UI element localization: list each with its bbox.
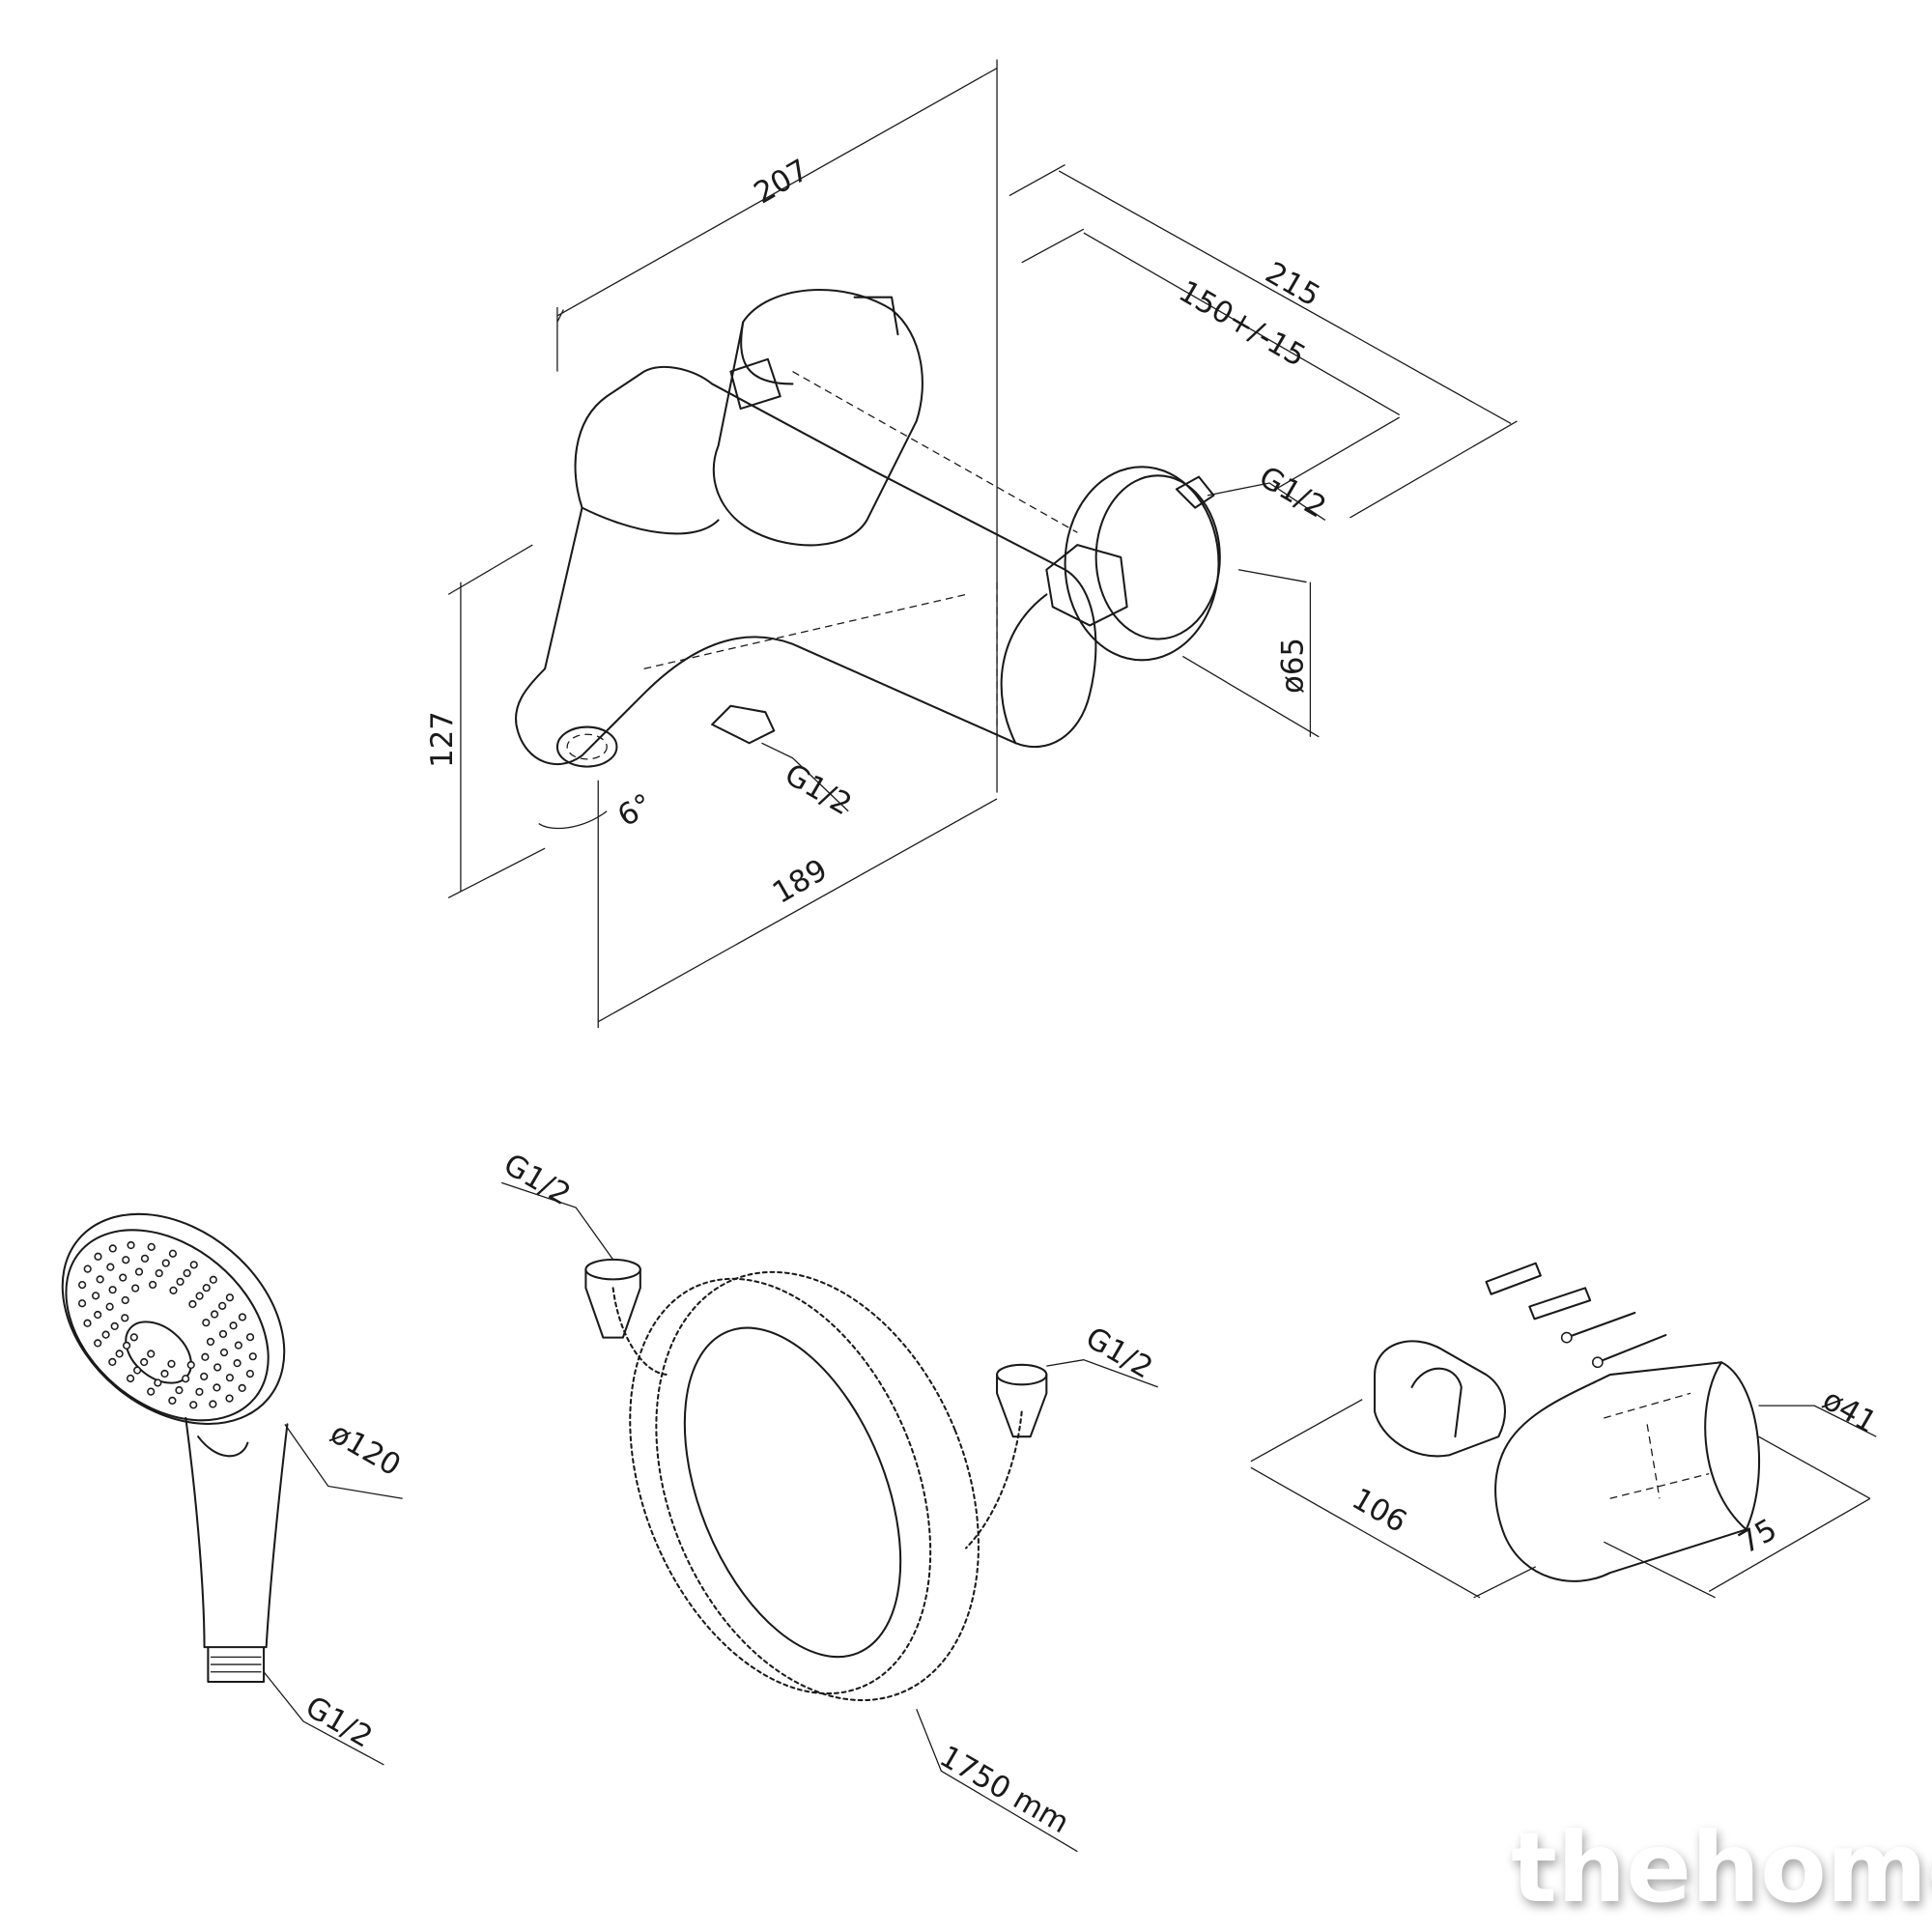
spray-hole [201,1352,210,1361]
spray-hole [108,1357,117,1366]
spray-hole [83,1319,92,1327]
spray-hole [131,1284,140,1293]
spray-hole [106,1263,115,1271]
spray-hole [154,1378,162,1387]
spray-hole [96,1275,104,1284]
spray-hole [140,1254,150,1263]
spray-hole [225,1394,234,1403]
spray-hole [175,1386,184,1395]
spray-hole [155,1268,163,1278]
spray-hole [147,1350,156,1358]
spray-hole [83,1264,92,1273]
spray-hole [148,1280,157,1290]
spray-hole [202,1284,211,1293]
spray-hole [225,1374,234,1382]
spray-hole [94,1339,102,1348]
spray-hole [134,1267,144,1276]
spray-hole [189,1261,198,1269]
spray-hole [147,1242,156,1251]
spray-hole [168,1249,178,1258]
wall-plugs-and-screws [1485,1262,1667,1369]
spray-hole [108,1286,117,1294]
spray-hole [182,1375,190,1383]
spray-hole [209,1275,217,1284]
spray-hole [147,1387,156,1396]
spray-hole [245,1333,255,1342]
spray-hole [209,1400,217,1408]
spray-hole [169,1286,178,1294]
spray-hole [195,1387,204,1396]
spray-hole [108,1244,117,1253]
spray-hole [119,1273,128,1282]
spray-hole [161,1259,170,1267]
spray-hole [213,1383,221,1392]
spray-hole [115,1350,124,1358]
spray-hole [78,1281,87,1290]
spray-hole [229,1321,238,1330]
spray-hole [189,1401,198,1409]
spray-hole [248,1352,257,1361]
spray-hole [94,1310,102,1320]
spray-hole [127,1240,135,1250]
spray-hole [210,1310,219,1319]
spray-hole [122,1256,130,1264]
spray-hole [123,1341,131,1350]
spray-hole [245,1370,255,1378]
dim-height: 127 [425,711,460,768]
spray-hole [195,1292,204,1300]
spray-hole [234,1341,242,1350]
spray-hole [101,1330,110,1339]
spray-hole [219,1349,229,1357]
spray-hole [188,1299,197,1309]
spray-hole [233,1359,242,1368]
spray-hole [94,1252,102,1261]
spray-hole [238,1313,247,1321]
spray-hole [105,1302,114,1311]
spray-hole [218,1329,228,1339]
spray-hole [77,1299,87,1308]
spray-hole [121,1314,129,1322]
spray-hole [121,1295,129,1305]
spray-hole [126,1374,135,1383]
spray-hole [129,1333,138,1342]
spray-hole [167,1359,176,1368]
spray-hole [133,1366,142,1375]
spray-hole [225,1293,235,1302]
spray-hole [140,1357,149,1367]
dim-flange-diameter: ø65 [1276,638,1311,694]
spray-hole [183,1268,191,1278]
spray-hole [160,1369,169,1378]
spray-hole [168,1396,177,1406]
spray-hole [213,1363,222,1372]
spray-hole [200,1372,209,1381]
spray-hole [202,1319,211,1327]
spray-hole [218,1301,227,1310]
spray-hole [176,1277,185,1286]
spray-hole [91,1292,100,1300]
watermark-logo: thehome [1511,1811,1932,1924]
spray-hole [186,1360,195,1370]
spray-hole [110,1321,119,1330]
spray-hole [238,1383,246,1393]
spray-hole [206,1337,215,1347]
